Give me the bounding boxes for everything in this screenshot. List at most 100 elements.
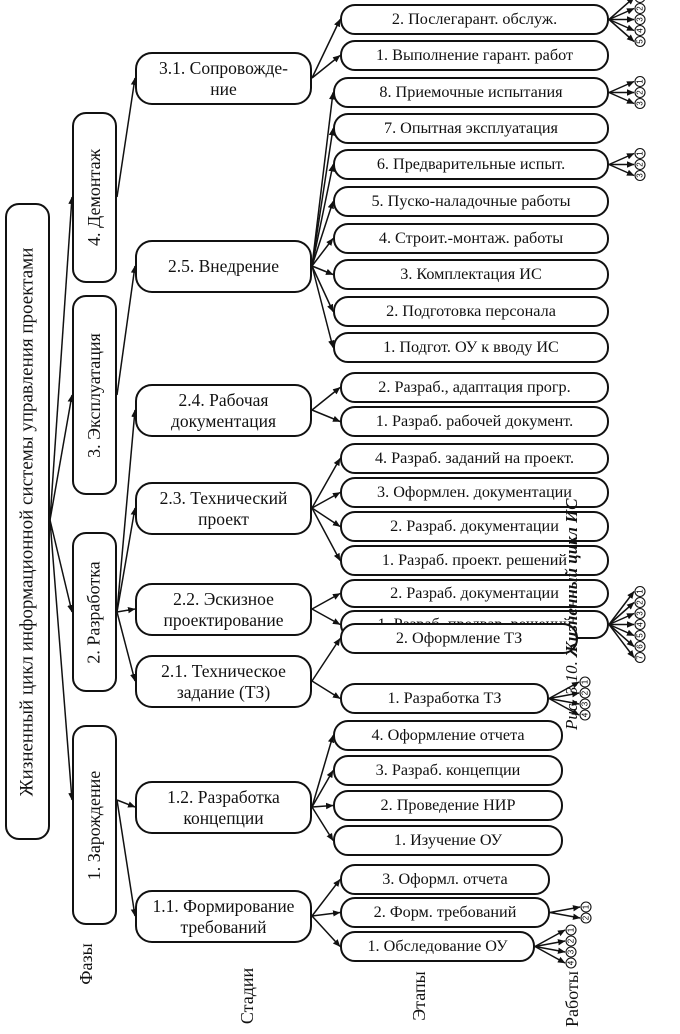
- connector-arrow: [311, 915, 341, 948]
- connector-arrow: [311, 265, 334, 312]
- connector-arrow: [311, 128, 336, 267]
- step-label: 3. Оформлен. документации: [377, 483, 572, 501]
- connector-arrow: [311, 680, 341, 700]
- connector-arrow: [116, 611, 137, 682]
- connector-arrow: [311, 19, 341, 79]
- connector-arrow: [608, 591, 635, 625]
- connector-arrow: [608, 0, 635, 21]
- stage-2-3: 2.3. Технический проект: [135, 482, 312, 535]
- figure-caption: Рис. 3.10. Жизненный цикл ИС: [562, 498, 586, 730]
- step-label: 4. Строит.-монтаж. работы: [378, 229, 564, 247]
- connector-arrow: [311, 164, 335, 267]
- work-item-circle: [634, 147, 646, 160]
- work-item-number: 2: [582, 915, 591, 920]
- connector-arrow: [311, 458, 341, 509]
- step-box: 2. Разраб., адаптация прогр.: [340, 372, 609, 403]
- connector-arrow: [49, 519, 74, 613]
- step-box: 2. Подготовка персонала: [333, 296, 609, 327]
- connector-arrow: [311, 608, 341, 626]
- connector-arrow: [311, 201, 334, 267]
- step-label: 3. Разраб. концепции: [375, 761, 521, 779]
- step-box: 8. Приемочные испытания: [333, 77, 609, 108]
- connector-arrow: [608, 7, 635, 21]
- step-box: 4. Оформление отчета: [333, 720, 563, 751]
- work-item-number: 3: [567, 949, 576, 954]
- stage-label: 2.2. Эскизное проектирование: [163, 588, 284, 630]
- stage-3-1: 3.1. Сопровожде- ние: [135, 52, 312, 105]
- step-label: 3. Оформл. отчета: [382, 870, 508, 888]
- connector-arrow: [311, 409, 341, 423]
- connector-arrow: [116, 409, 138, 613]
- connector-arrow: [311, 507, 341, 528]
- connector-arrow: [49, 196, 75, 521]
- step-label: 2. Разраб. документации: [390, 517, 559, 535]
- work-item-circle: [634, 2, 646, 15]
- work-item-circle: [634, 618, 646, 631]
- connector-arrow: [608, 18, 635, 43]
- work-item-circle: [634, 607, 646, 620]
- root-label: Жизненный цикл информационной системы уп…: [16, 247, 38, 796]
- connector-arrow: [311, 910, 341, 917]
- caption-title: Жизненный цикл ИС: [562, 498, 581, 657]
- work-item-circle: [634, 35, 646, 48]
- connector-arrow: [608, 623, 635, 637]
- connector-arrow: [311, 54, 341, 79]
- step-label: 1. Выполнение гарант. работ: [375, 46, 574, 64]
- work-item-number: 1: [636, 79, 645, 84]
- connector-arrow: [311, 265, 334, 276]
- work-item-number: 2: [636, 600, 645, 605]
- work-item-circle: [634, 97, 646, 110]
- step-box: 2. Разраб. документации: [340, 579, 609, 608]
- step-box: 3. Оформлен. документации: [340, 477, 609, 508]
- work-item-circle: [634, 86, 646, 99]
- connector-arrow: [311, 638, 341, 682]
- stage-1-2: 1.2. Разработка концепции: [135, 781, 312, 834]
- work-item-circle: [579, 709, 591, 721]
- work-item-circle: [579, 676, 591, 688]
- connector-arrow: [608, 163, 635, 177]
- step-box: 2. Послегарант. обслуж.: [340, 4, 609, 35]
- connector-arrow: [311, 806, 334, 841]
- work-item-number: 1: [581, 679, 590, 684]
- work-item-circle: [634, 169, 646, 182]
- connector-arrow: [608, 80, 635, 94]
- work-item-number: 4: [636, 622, 645, 627]
- step-label: 1. Обследование ОУ: [367, 937, 508, 955]
- work-item-circle: [565, 935, 577, 947]
- work-item-circle: [579, 698, 591, 710]
- connector-arrow: [548, 697, 580, 706]
- work-item-number: 4: [636, 28, 645, 33]
- column-label-steps: Этапы: [409, 971, 429, 1021]
- step-box: 6. Предварительные испыт.: [333, 149, 609, 180]
- connector-arrow: [116, 799, 138, 917]
- step-label: 4. Оформление отчета: [371, 726, 525, 744]
- step-box: 1. Разраб. проект. решений: [340, 545, 609, 576]
- step-box: 7. Опытная эксплуатация: [333, 113, 609, 144]
- connector-arrow: [548, 691, 580, 700]
- work-item-number: 3: [636, 101, 645, 106]
- work-item-circle: [579, 687, 591, 699]
- work-item-number: 5: [636, 39, 645, 44]
- step-label: 1. Изучение ОУ: [393, 831, 503, 849]
- work-item-circle: [565, 946, 577, 958]
- work-item-circle: [634, 629, 646, 642]
- work-item-number: 3: [636, 17, 645, 22]
- work-item-circle: [580, 901, 592, 913]
- phase-origination: 1. Зарождение: [72, 725, 117, 925]
- step-box: 3. Оформл. отчета: [340, 864, 550, 895]
- step-box: 3. Комплектация ИС: [333, 259, 609, 290]
- column-label-works: Работы: [562, 971, 582, 1027]
- connector-arrow: [49, 519, 75, 801]
- step-box: 1. Изучение ОУ: [333, 825, 563, 856]
- connector-arrow: [534, 945, 566, 954]
- step-box: 2. Оформление ТЗ: [340, 623, 578, 654]
- connector-arrow: [608, 601, 635, 626]
- connector-arrow: [311, 879, 341, 917]
- connector-arrow: [311, 238, 334, 267]
- work-item-number: 1: [582, 904, 591, 909]
- work-item-number: 3: [636, 173, 645, 178]
- phase-label: 1. Зарождение: [84, 770, 104, 880]
- step-box: 4. Строит.-монтаж. работы: [333, 223, 609, 254]
- step-label: 1. Разраб. рабочей документ.: [375, 412, 574, 430]
